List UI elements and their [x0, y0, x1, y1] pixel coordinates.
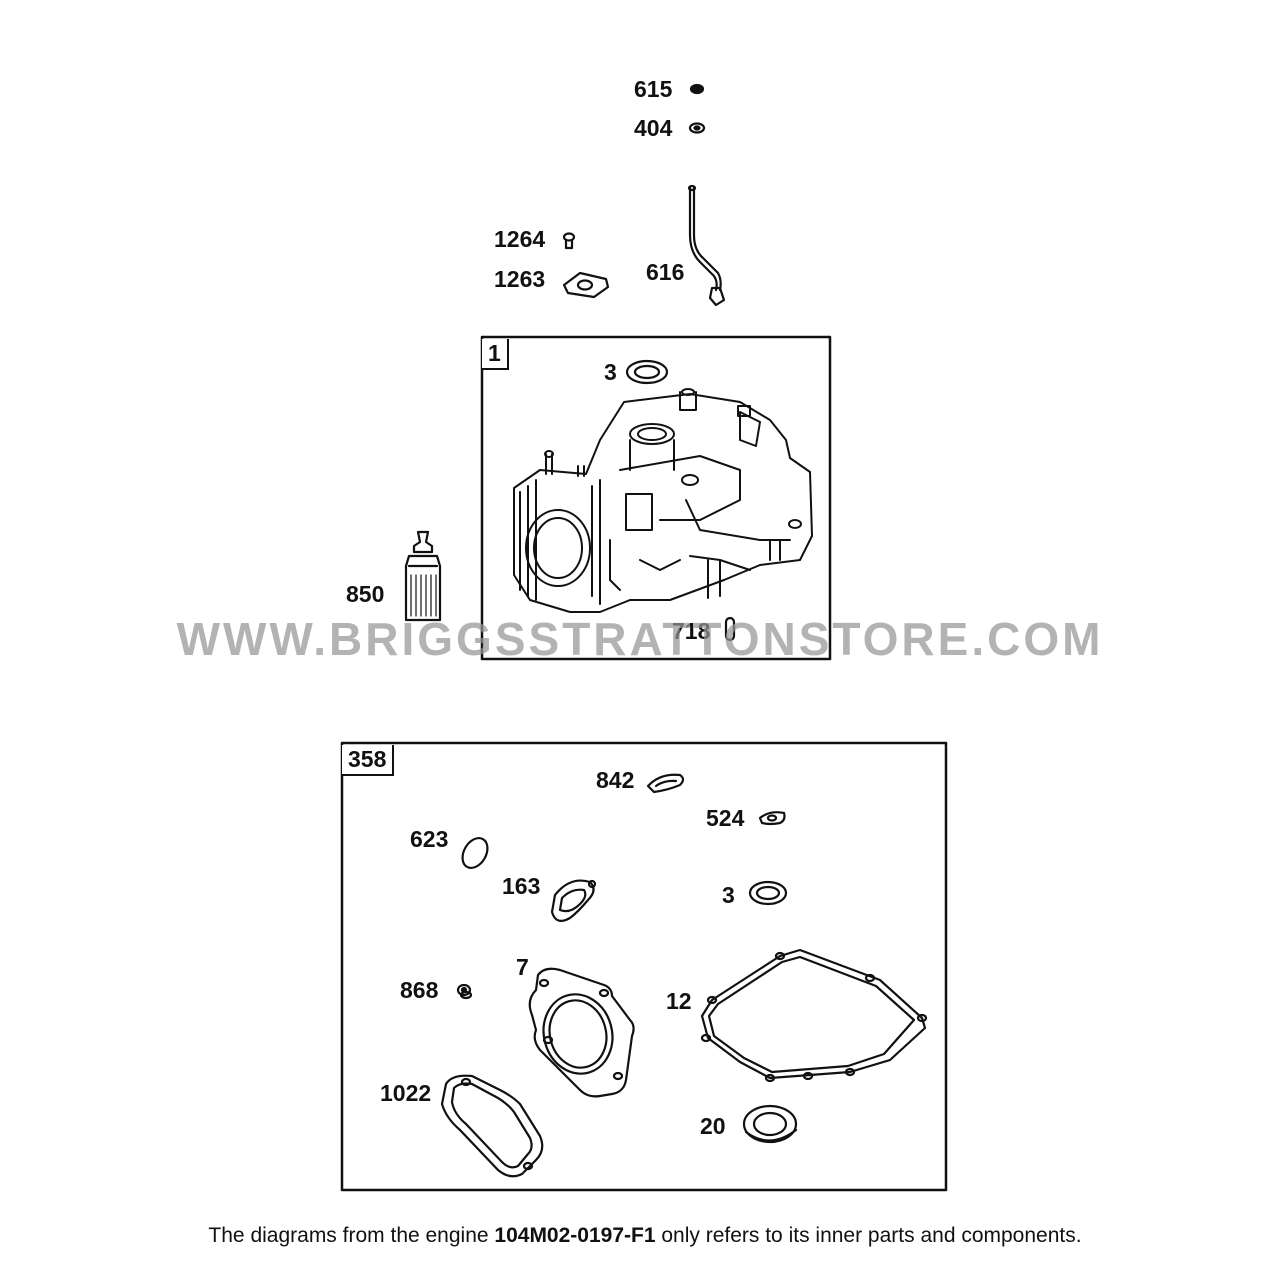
label-1264: 1264 — [494, 226, 546, 252]
label-718: 718 — [672, 618, 711, 644]
group-1-tag: 1 — [482, 339, 509, 370]
part-12-crankcase-gasket — [700, 948, 928, 1083]
part-616-dipstick-tube — [687, 184, 726, 307]
part-842-gasket — [646, 773, 685, 794]
engine-model: 104M02-0197-F1 — [494, 1224, 656, 1247]
part-1264-screw — [562, 232, 576, 250]
label-850: 850 — [346, 581, 385, 607]
label-3-upper: 3 — [604, 359, 617, 385]
label-163: 163 — [502, 873, 541, 899]
label-615: 615 — [634, 76, 673, 102]
label-7: 7 — [516, 954, 529, 980]
group-1-frame — [480, 335, 832, 661]
part-1-cylinder-block — [513, 388, 813, 613]
label-1263: 1263 — [494, 266, 546, 292]
group-358-frame — [340, 741, 948, 1192]
label-616: 616 — [646, 259, 685, 285]
label-20: 20 — [700, 1113, 726, 1139]
group-358-tag: 358 — [342, 745, 395, 776]
part-1263-breather-cover — [562, 271, 610, 299]
label-842: 842 — [596, 767, 635, 793]
footer-note: The diagrams from the engine 104M02-0197… — [0, 1224, 1280, 1248]
footer-prefix: The diagrams from the engine — [208, 1224, 495, 1247]
part-20-oil-seal — [742, 1104, 798, 1144]
part-524-gasket — [758, 811, 786, 826]
label-404: 404 — [634, 115, 673, 141]
part-3-oil-seal-lower — [748, 880, 788, 906]
label-524: 524 — [706, 805, 745, 831]
label-12: 12 — [666, 988, 692, 1014]
footer-suffix: only refers to its inner parts and compo… — [655, 1224, 1082, 1247]
label-1022: 1022 — [380, 1080, 432, 1106]
part-163-gasket — [550, 879, 597, 923]
part-623-o-ring — [461, 836, 489, 870]
part-850-sealant-tube — [404, 530, 442, 622]
part-7-cylinder-head-gasket — [528, 967, 635, 1098]
part-404-washer — [688, 122, 706, 134]
label-623: 623 — [410, 826, 449, 852]
part-615-plug — [689, 83, 705, 95]
label-3-lower: 3 — [722, 882, 735, 908]
part-868-fitting — [456, 983, 473, 1000]
part-1022-gasket — [440, 1074, 544, 1178]
label-868: 868 — [400, 977, 439, 1003]
part-718-dowel-pin — [724, 616, 736, 642]
part-3-oil-seal-upper — [625, 359, 669, 385]
